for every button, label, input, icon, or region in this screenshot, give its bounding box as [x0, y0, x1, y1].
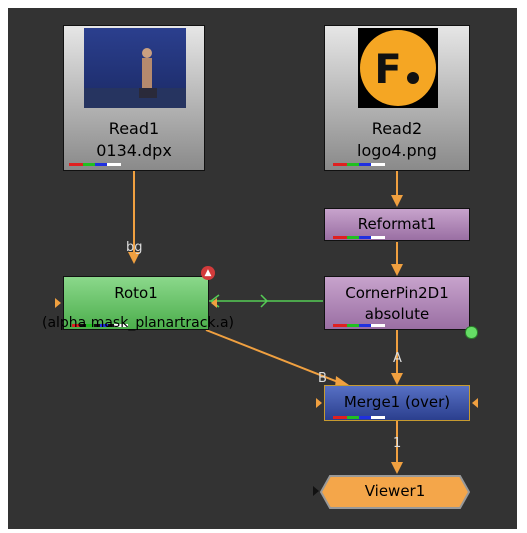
roto1-node[interactable]: Roto1 [63, 276, 209, 330]
input-label-1: 1 [393, 436, 402, 451]
reformat1-label: Reformat1 [357, 215, 437, 233]
reformat1-channels [333, 236, 385, 239]
input-label-bg: bg [126, 240, 143, 255]
read2-node[interactable]: F Read2 logo4.png [324, 25, 470, 171]
viewer1-node[interactable]: Viewer1 [320, 475, 470, 509]
read1-file: 0134.dpx [96, 141, 172, 160]
merge1-node[interactable]: Merge1 (over) [324, 385, 470, 421]
read2-name: Read2 [371, 119, 423, 138]
read1-channels [69, 163, 121, 166]
viewer-input-arrow-icon[interactable] [313, 486, 319, 496]
node-graph-panel[interactable]: Read1 0134.dpx F Read2 logo4.png Reforma… [8, 8, 517, 529]
read2-file: logo4.png [357, 141, 437, 160]
figure-thumbnail-icon [84, 48, 186, 108]
cornerpin2d1-name: CornerPin2D1 [345, 284, 449, 302]
viewer1-label: Viewer1 [364, 482, 426, 500]
cornerpin2d1-channels [333, 324, 385, 327]
cornerpin2d1-node[interactable]: CornerPin2D1 absolute [324, 276, 470, 330]
read2-channels [333, 163, 385, 166]
read1-node[interactable]: Read1 0134.dpx [63, 25, 205, 171]
svg-text:F: F [374, 47, 401, 93]
read1-thumbnail [84, 28, 186, 108]
input-label-a: A [393, 351, 402, 366]
warning-icon: ▲ [201, 266, 215, 280]
input-label-b: B [318, 371, 327, 386]
roto1-output-arrow-icon[interactable] [211, 298, 217, 308]
merge1-label: Merge1 (over) [343, 393, 451, 411]
roto1-channels [72, 324, 128, 327]
logo-thumbnail-icon: F [360, 30, 436, 106]
roto1-input-arrow-icon[interactable] [55, 298, 61, 308]
merge1-input-arrow-icon[interactable] [316, 398, 322, 408]
merge1-channels [333, 416, 385, 419]
merge1-output-arrow-icon[interactable] [472, 398, 478, 408]
link-dot-icon[interactable] [465, 326, 478, 339]
read2-thumbnail: F [358, 28, 438, 108]
reformat1-node[interactable]: Reformat1 [324, 208, 470, 241]
cornerpin2d1-sub: absolute [364, 305, 430, 323]
roto1-subtitle: (alpha mask_planartrack.a) [41, 315, 235, 331]
read1-name: Read1 [108, 119, 160, 138]
roto1-name: Roto1 [114, 284, 158, 302]
viewer1-shape-icon [320, 475, 470, 509]
